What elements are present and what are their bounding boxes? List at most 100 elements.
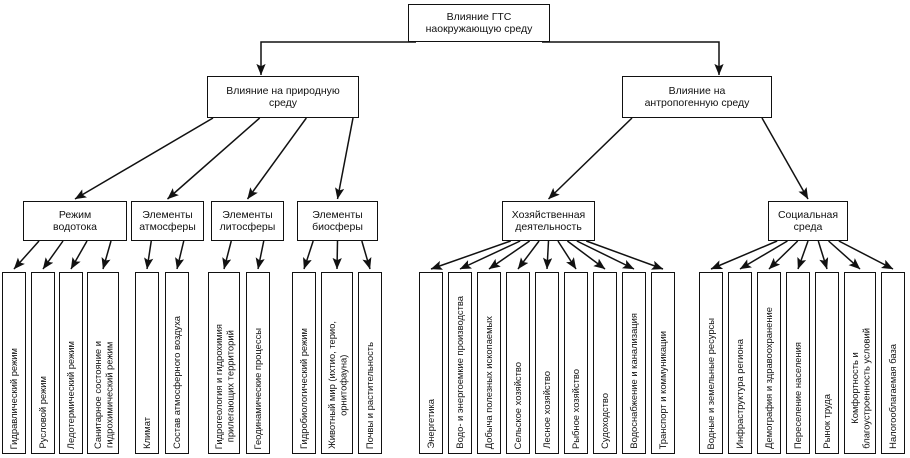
- connector: [817, 240, 829, 270]
- connector: [332, 240, 342, 270]
- connector: [710, 240, 778, 270]
- connector: [175, 240, 185, 270]
- leaf-label-wrap: Транспорт и коммуникации: [652, 273, 674, 453]
- leaf-node[interactable]: Комфортность и благоустроенность условий: [844, 272, 876, 454]
- leaf-label-wrap: Климат: [136, 273, 158, 453]
- leaf-label-wrap: Гидравлический режим: [3, 273, 25, 453]
- leaf-label: Рынок труда: [821, 394, 833, 449]
- connector: [335, 117, 354, 200]
- connector: [101, 240, 112, 270]
- leaf-node[interactable]: Русловой режим: [31, 272, 55, 454]
- leaf-label-wrap: Рынок труда: [816, 273, 838, 453]
- leaf-node[interactable]: Водные и земельные ресурсы: [699, 272, 723, 454]
- leaf-label: Добыча полезных ископаемых: [483, 315, 495, 449]
- leaf-node[interactable]: Гидравлический режим: [2, 272, 26, 454]
- leaf-node[interactable]: Климат: [135, 272, 159, 454]
- connector: [542, 240, 553, 270]
- leaf-label: Животный мир (ихтио, терио, орнитофауна): [325, 321, 348, 449]
- leaf-label-wrap: Почвы и растительность: [359, 273, 381, 453]
- leaf-node[interactable]: Геодинамические процессы: [246, 272, 270, 454]
- leaf-label: Гидравлический режим: [8, 347, 20, 449]
- connector: [167, 117, 261, 200]
- connector: [488, 240, 531, 270]
- leaf-node[interactable]: Инфраструктура региона: [728, 272, 752, 454]
- connector: [430, 240, 511, 270]
- connector: [42, 240, 64, 270]
- leaf-label-wrap: Демография и здравоохранение: [758, 273, 780, 453]
- leaf-label-wrap: Ледотермический режим: [60, 273, 82, 453]
- connector: [74, 117, 214, 200]
- leaf-node[interactable]: Переселение населения: [786, 272, 810, 454]
- connector: [768, 240, 799, 270]
- leaf-node[interactable]: Добыча полезных ископаемых: [477, 272, 501, 454]
- leaf-node[interactable]: Почвы и растительность: [358, 272, 382, 454]
- leaf-node[interactable]: Транспорт и коммуникации: [651, 272, 675, 454]
- connector: [246, 117, 307, 200]
- leaf-label: Ледотермический режим: [65, 340, 77, 449]
- leaf-label-wrap: Переселение населения: [787, 273, 809, 453]
- leaf-label: Гидробиологический режим: [298, 328, 310, 449]
- leaf-label: Налогооблагаемая база: [887, 344, 899, 449]
- connector: [256, 41, 416, 76]
- leaf-node[interactable]: Демография и здравоохранение: [757, 272, 781, 454]
- leaf-label: Энергетика: [425, 399, 437, 449]
- leaf-label: Сельское хозяйство: [512, 361, 524, 449]
- leaf-node[interactable]: Судоходство: [593, 272, 617, 454]
- leaf-node[interactable]: Ледотермический режим: [59, 272, 83, 454]
- connector: [797, 240, 809, 270]
- leaf-label: Переселение населения: [792, 341, 804, 449]
- leaf-label-wrap: Состав атмосферного воздуха: [166, 273, 188, 453]
- connector: [517, 240, 540, 270]
- leaf-label: Климат: [141, 417, 153, 449]
- leaf-label: Судоходство: [599, 393, 611, 449]
- leaf-label-wrap: Водо- и энергоемкие производства: [449, 273, 471, 453]
- connector: [576, 240, 635, 270]
- leaf-node[interactable]: Животный мир (ихтио, терио, орнитофауна): [321, 272, 353, 454]
- leaf-label-wrap: Комфортность и благоустроенность условий: [845, 273, 875, 453]
- leaf-label-wrap: Инфраструктура региона: [729, 273, 751, 453]
- connector: [222, 240, 232, 270]
- leaf-label-wrap: Водоснабжение и канализация: [623, 273, 645, 453]
- leaf-label: Водные и земельные ресурсы: [705, 317, 717, 450]
- leaf-label-wrap: Сельское хозяйство: [507, 273, 529, 453]
- leaf-label: Гидрогеология и гидрохимия прилегающих т…: [212, 323, 235, 449]
- connector: [303, 240, 314, 270]
- leaf-label: Рыбное хозяйство: [570, 369, 582, 449]
- leaf-node[interactable]: Состав атмосферного воздуха: [165, 272, 189, 454]
- leaf-label-wrap: Лесное хозяйство: [536, 273, 558, 453]
- leaf-node[interactable]: Налогооблагаемая база: [881, 272, 905, 454]
- connector: [586, 240, 664, 270]
- connector: [557, 240, 577, 270]
- leaf-label: Инфраструктура региона: [734, 339, 746, 449]
- leaf-label-wrap: Санитарное состояние и гидрохимический р…: [88, 273, 118, 453]
- connector: [828, 240, 861, 270]
- connector: [70, 240, 88, 270]
- leaf-node[interactable]: Водо- и энергоемкие производства: [448, 272, 472, 454]
- leaf-node[interactable]: Энергетика: [419, 272, 443, 454]
- leaf-node[interactable]: Гидробиологический режим: [292, 272, 316, 454]
- leaf-node[interactable]: Водоснабжение и канализация: [622, 272, 646, 454]
- leaf-node[interactable]: Гидрогеология и гидрохимия прилегающих т…: [208, 272, 240, 454]
- connector: [566, 240, 606, 270]
- connector: [542, 41, 724, 76]
- connector: [547, 117, 633, 200]
- leaf-label: Демография и здравоохранение: [763, 307, 775, 449]
- leaf-label-wrap: Геодинамические процессы: [247, 273, 269, 453]
- leaf-node[interactable]: Санитарное состояние и гидрохимический р…: [87, 272, 119, 454]
- leaf-node[interactable]: Рынок труда: [815, 272, 839, 454]
- leaf-node[interactable]: Лесное хозяйство: [535, 272, 559, 454]
- leaf-node[interactable]: Рыбное хозяйство: [564, 272, 588, 454]
- connector: [761, 117, 809, 200]
- leaf-node[interactable]: Сельское хозяйство: [506, 272, 530, 454]
- leaf-label-wrap: Животный мир (ихтио, терио, орнитофауна): [322, 273, 352, 453]
- connector: [255, 240, 265, 270]
